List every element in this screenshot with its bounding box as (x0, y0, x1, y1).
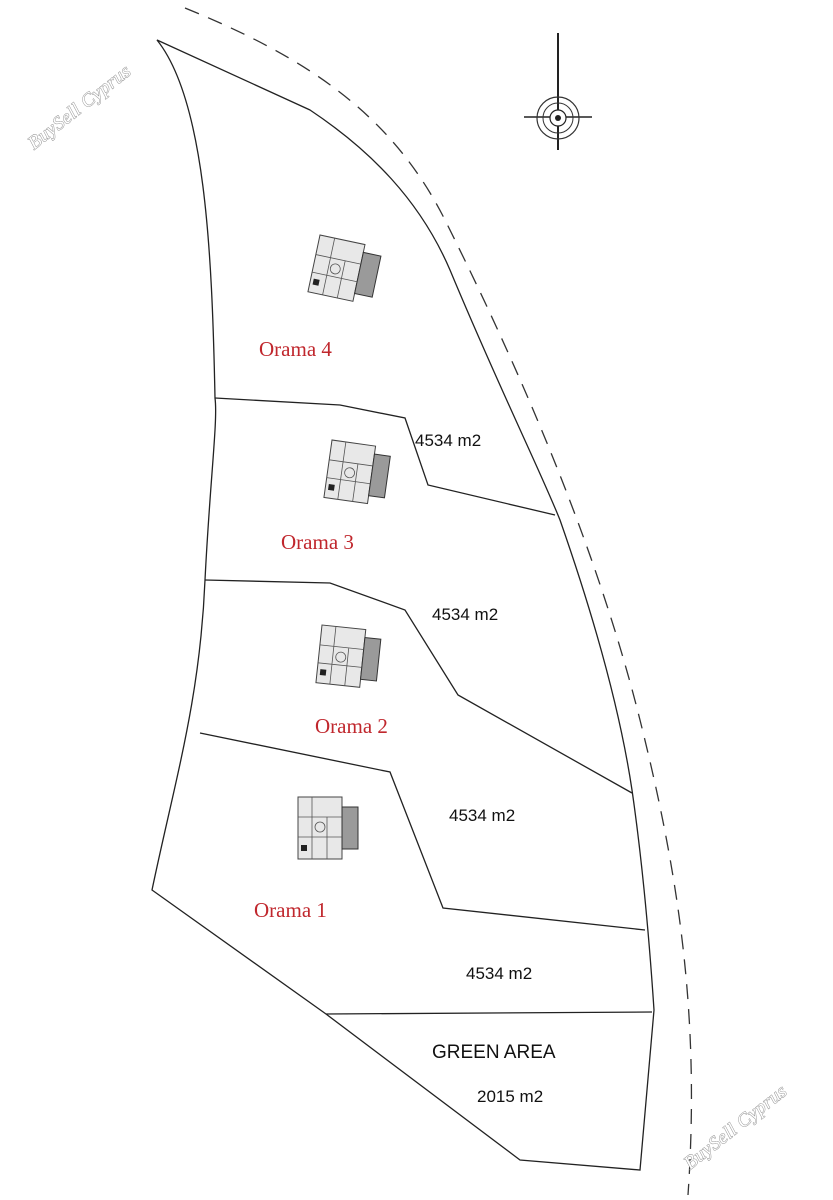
plot-area-orama1: 4534 m2 (466, 964, 532, 983)
north-arrow-icon (524, 33, 592, 150)
house-plan-icon-orama2 (315, 624, 382, 688)
road-boundary (184, 7, 693, 1196)
house-plan-icon-orama1 (297, 796, 359, 860)
plot-area-orama4: 4534 m2 (415, 431, 481, 450)
house-plan-icon-orama4 (307, 234, 382, 302)
watermark-bottom-right: BuySell Cyprus (680, 1081, 791, 1174)
divider-orama1-green-area (325, 1011, 653, 1015)
plot-name-orama1: Orama 1 (254, 898, 327, 922)
divider-orama2-orama1 (199, 732, 646, 931)
divider-orama4-orama3 (214, 397, 556, 516)
watermark-top-left: BuySell Cyprus (24, 61, 135, 154)
plot-name-orama2: Orama 2 (315, 714, 388, 738)
green-area-size: 2015 m2 (477, 1087, 543, 1106)
house-plan-icon-orama3 (323, 439, 391, 505)
plot-name-orama4: Orama 4 (259, 337, 332, 361)
divider-orama3-orama2 (204, 579, 633, 794)
plot-area-orama3: 4534 m2 (432, 605, 498, 624)
site-boundary (151, 39, 655, 1171)
plot-name-orama3: Orama 3 (281, 530, 354, 554)
green-area-title: GREEN AREA (432, 1042, 556, 1063)
plot-area-orama2: 4534 m2 (449, 806, 515, 825)
